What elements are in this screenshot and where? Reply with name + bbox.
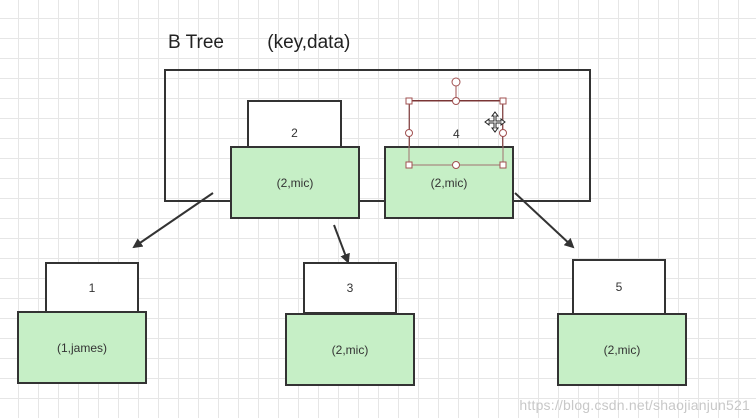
arrow-to-child-3[interactable] <box>333 224 350 264</box>
resize-handle-sw[interactable] <box>405 161 413 169</box>
rotate-handle[interactable] <box>451 77 461 87</box>
child-key-label-5: 5 <box>615 280 623 294</box>
arrow-to-child-5[interactable] <box>514 192 575 249</box>
root-key-label-2: 2 <box>291 126 298 140</box>
child-key-box-5[interactable]: 5 <box>572 259 666 315</box>
child-data-box-5[interactable]: (2,mic) <box>557 313 687 386</box>
root-key-label-4: 4 <box>453 127 460 141</box>
resize-handle-nw[interactable] <box>405 97 413 105</box>
child-data-label-1: (1,james) <box>56 340 107 355</box>
resize-handle-w[interactable] <box>405 129 413 137</box>
root-data-box-4[interactable]: (2,mic) <box>384 146 514 219</box>
resize-handle-ne[interactable] <box>499 97 507 105</box>
child-key-box-1[interactable]: 1 <box>45 262 139 314</box>
root-data-box-2[interactable]: (2,mic) <box>230 146 360 219</box>
root-data-label-2: (2,mic) <box>276 175 314 190</box>
child-key-label-3: 3 <box>346 281 354 295</box>
watermark-url: https://blog.csdn.net/shaojianjun521 <box>519 397 750 413</box>
move-cursor-icon <box>484 111 506 133</box>
resize-handle-se[interactable] <box>499 161 507 169</box>
resize-handle-e[interactable] <box>499 129 507 137</box>
child-data-box-1[interactable]: (1,james) <box>17 311 147 384</box>
diagram-title: B Tree <box>168 32 224 53</box>
child-data-box-3[interactable]: (2,mic) <box>285 313 415 386</box>
root-data-label-4: (2,mic) <box>430 175 468 190</box>
child-data-label-5: (2,mic) <box>603 342 641 357</box>
diagram-title-row: B Tree (key,data) <box>168 32 350 54</box>
resize-handle-s[interactable] <box>452 161 460 169</box>
arrow-to-child-1[interactable] <box>132 192 214 249</box>
child-data-label-3: (2,mic) <box>331 342 369 357</box>
diagram-subtitle: (key,data) <box>267 32 351 53</box>
child-key-label-1: 1 <box>88 281 96 295</box>
resize-handle-n[interactable] <box>452 97 460 105</box>
root-node-container[interactable] <box>164 69 591 202</box>
